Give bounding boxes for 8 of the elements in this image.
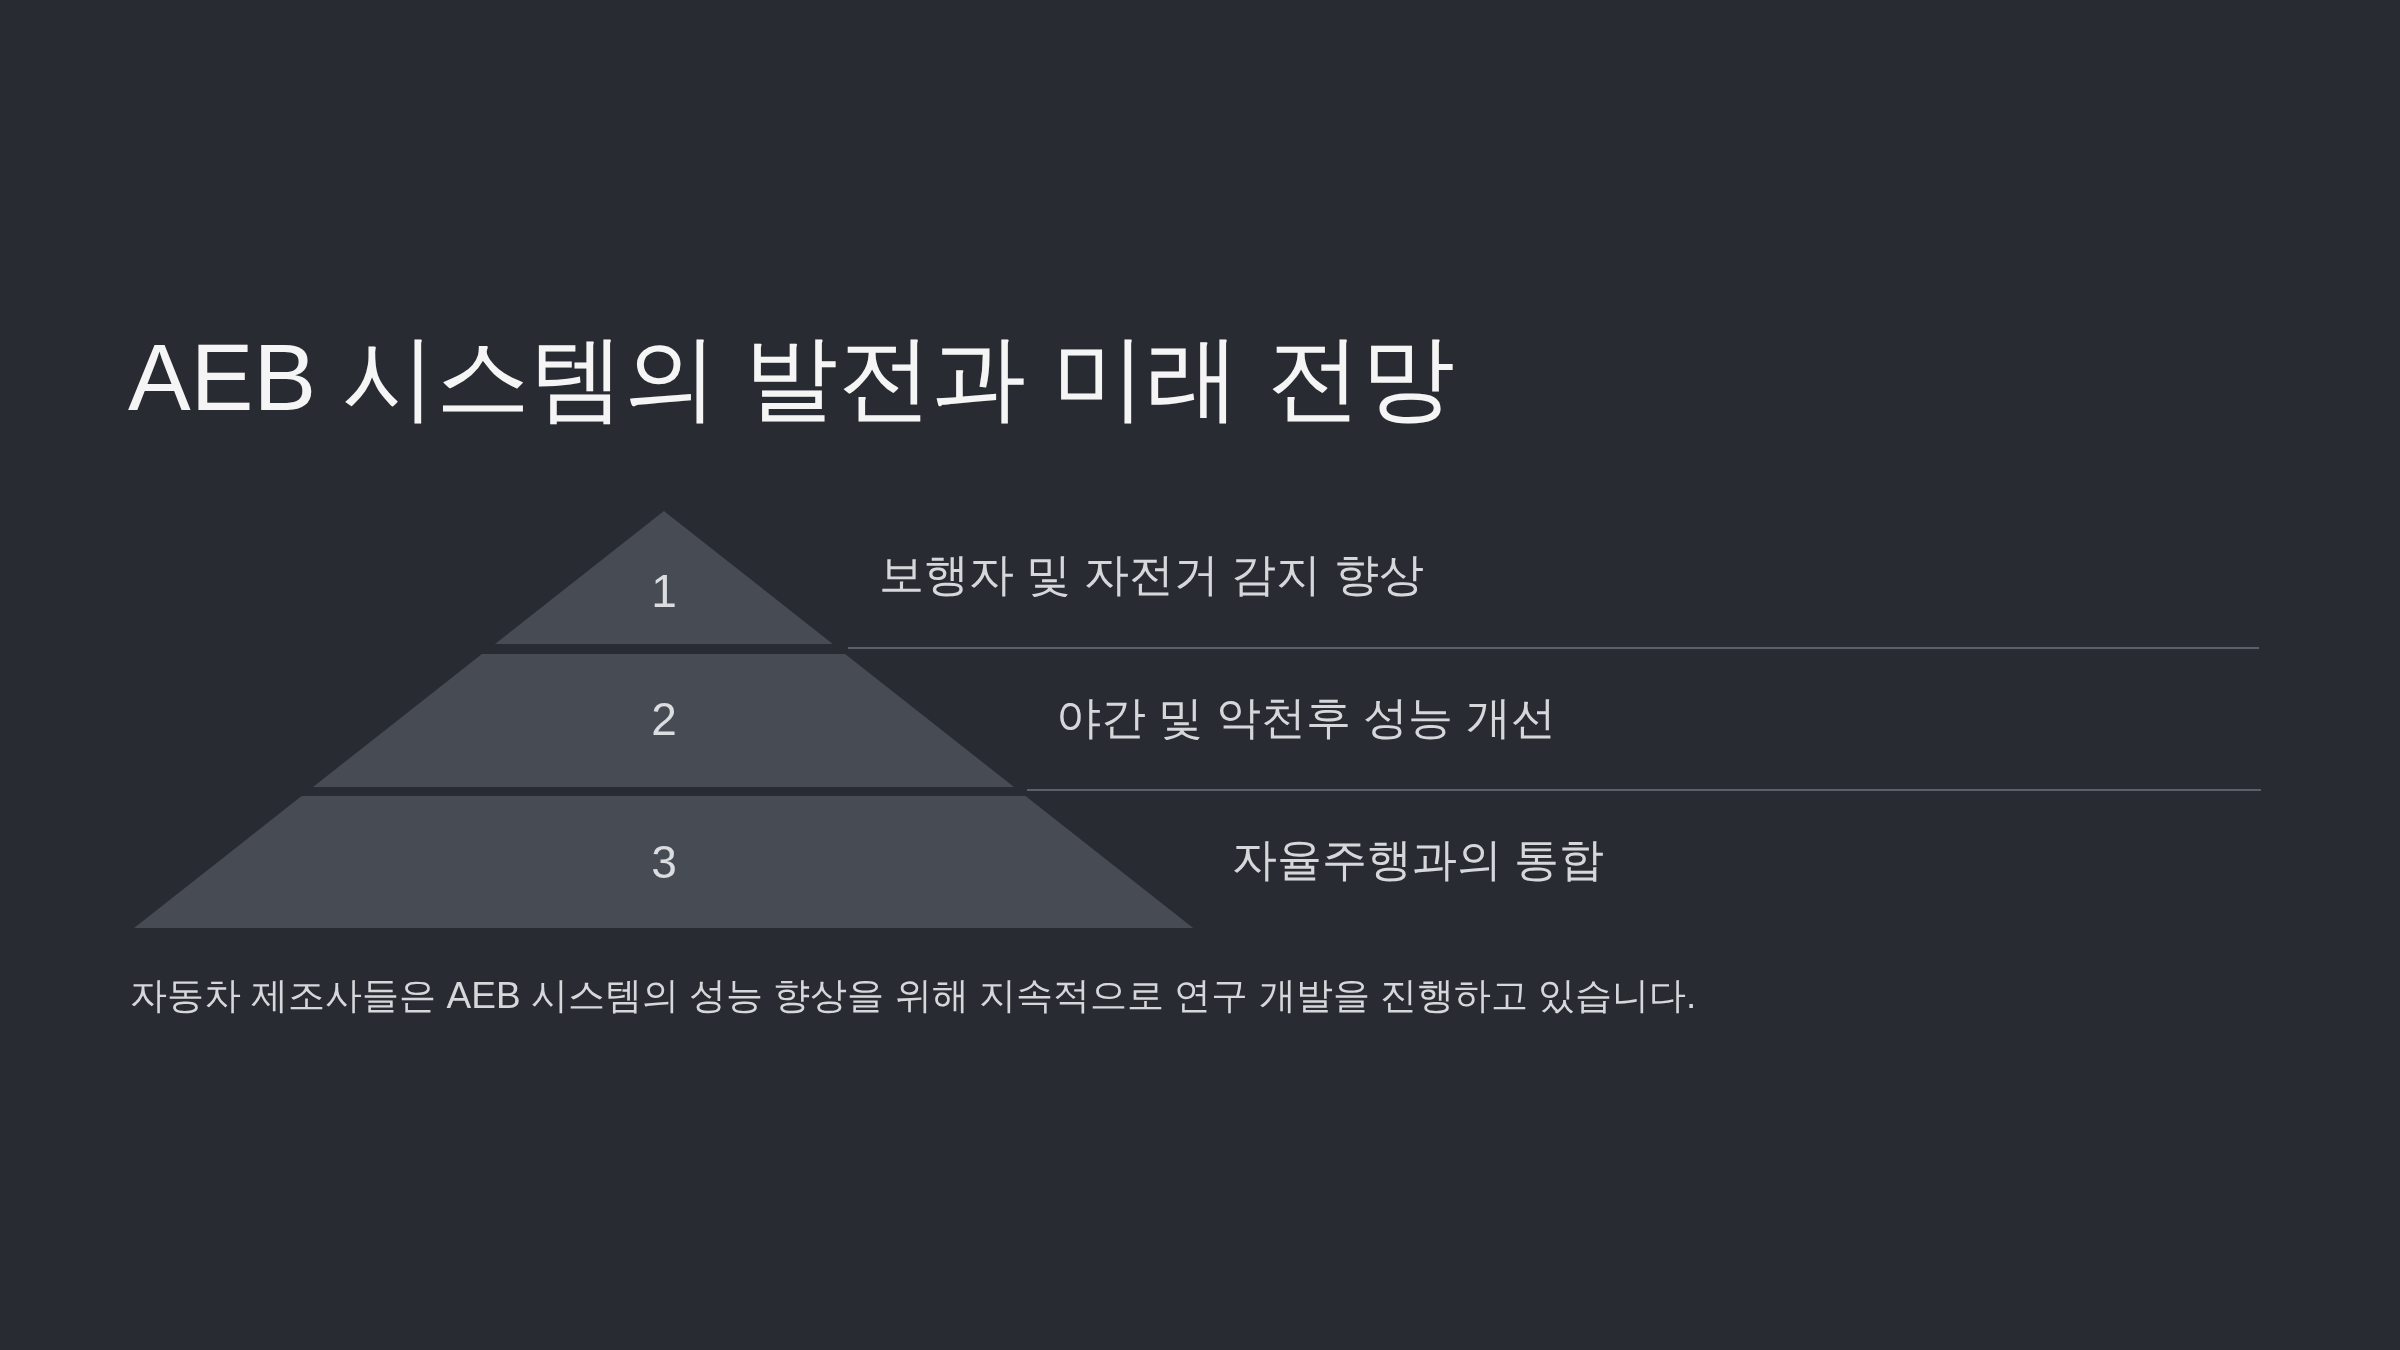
tier-number: 1 [651, 565, 677, 617]
tier-description: 자율주행과의 통합 [1232, 833, 1605, 887]
slide-title: AEB 시스템의 발전과 미래 전망 [128, 326, 1455, 430]
caption-text: 자동차 제조사들은 AEB 시스템의 성능 향상을 위해 지속적으로 연구 개발을 진행하고 있습니다. [130, 973, 1697, 1018]
tier-number: 3 [651, 836, 677, 888]
tier-number: 2 [651, 693, 677, 745]
tier-description: 야간 및 악천후 성능 개선 [1056, 691, 1556, 745]
tier-description: 보행자 및 자전거 감지 향상 [879, 548, 1424, 602]
